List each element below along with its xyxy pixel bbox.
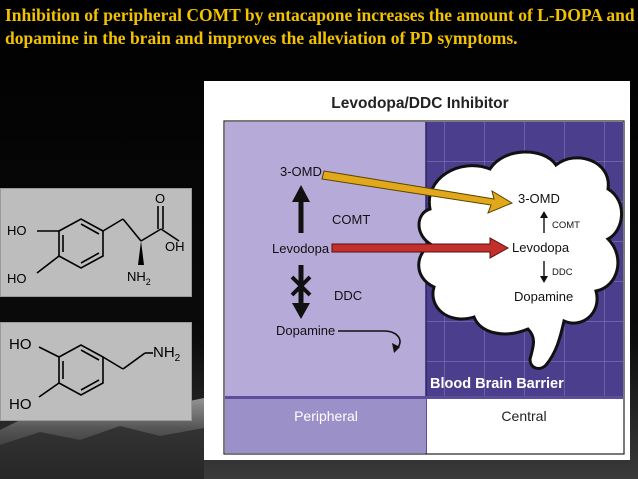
blood-brain-barrier-label: Blood Brain Barrier	[430, 376, 564, 392]
central-ddc-arrow	[540, 261, 548, 283]
brain-outline	[417, 150, 623, 370]
peripheral-ddc-arrow-blocked	[290, 265, 312, 319]
ldopa-label-carbonyl-o: O	[155, 191, 165, 206]
levodopa-ddc-diagram: Levodopa/DDC Inhibitor Peripheral Centra…	[204, 81, 630, 460]
dopamine-label-ho-bottom: HO	[9, 396, 32, 413]
dopamine-structure: HO HO NH2	[0, 322, 192, 421]
ldopa-label-oh: OH	[165, 239, 185, 254]
ldopa-amine-nh: NH	[127, 269, 146, 284]
footer-central-cell	[427, 399, 623, 453]
ldopa-label-ho-bottom: HO	[7, 271, 27, 286]
footer-peripheral-label: Peripheral	[294, 408, 358, 424]
central-ddc: DDC	[552, 267, 573, 278]
dopamine-label-ho-top: HO	[9, 336, 32, 353]
dopamine-label-amine: NH2	[153, 344, 181, 364]
central-levodopa: Levodopa	[512, 240, 570, 255]
slide-caption: Inhibition of peripheral COMT by entacap…	[5, 5, 635, 48]
peripheral-comt: COMT	[332, 212, 370, 227]
dopamine-ring	[58, 344, 104, 396]
footer-central-label: Central	[501, 408, 546, 424]
peripheral-dopamine: Dopamine	[276, 323, 335, 338]
dopamine-curved-arrow	[338, 330, 401, 353]
ldopa-label-ho-top: HO	[7, 223, 27, 238]
peripheral-comt-arrow	[292, 185, 310, 233]
peripheral-ddc: DDC	[334, 288, 362, 303]
ldopa-amine-subscript: 2	[146, 277, 151, 287]
central-comt-arrow	[540, 211, 548, 233]
footer-peripheral-cell	[225, 399, 426, 453]
ldopa-wedge-bond	[138, 241, 144, 265]
central-dopamine: Dopamine	[514, 289, 573, 304]
background-mountains-far	[0, 426, 204, 479]
dopamine-amine-nh: NH	[153, 344, 175, 361]
peripheral-3omd: 3-OMD	[280, 164, 322, 179]
peripheral-panel	[225, 122, 426, 396]
central-comt: COMT	[552, 220, 580, 231]
dopamine-amine-subscript: 2	[175, 353, 181, 364]
ldopa-ring	[58, 218, 104, 269]
levodopa-transport-arrow	[331, 237, 510, 259]
diagram-title: Levodopa/DDC Inhibitor	[331, 95, 508, 112]
levodopa-structure: HO HO O OH NH2	[0, 188, 192, 297]
ldopa-label-amine: NH2	[127, 269, 151, 287]
peripheral-levodopa: Levodopa	[272, 241, 330, 256]
omd-transport-arrow	[321, 170, 514, 214]
central-3omd: 3-OMD	[518, 191, 560, 206]
